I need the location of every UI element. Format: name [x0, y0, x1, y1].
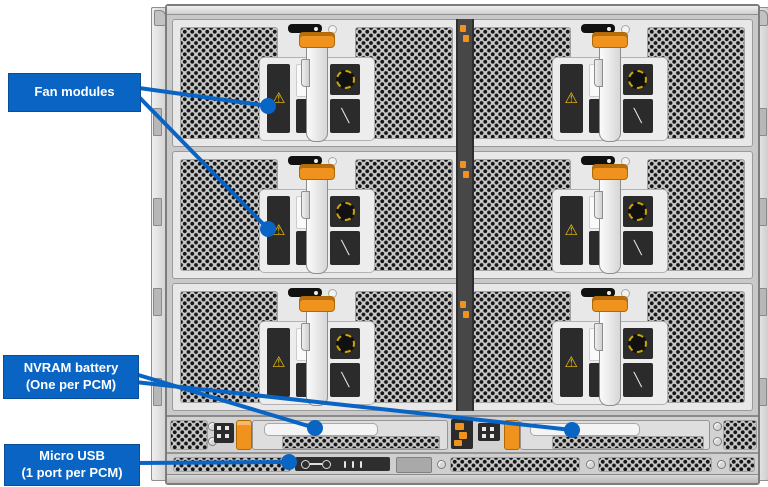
fan-handle[interactable] [301, 176, 329, 274]
fan-handle[interactable] [301, 44, 329, 142]
perforated-vent [598, 457, 712, 472]
tool-warning-icon: ╲ [622, 99, 653, 133]
warning-triangle-icon: ⚠ [267, 64, 291, 133]
perforated-vent [173, 457, 291, 472]
fan-handle[interactable] [593, 308, 621, 406]
screw [713, 437, 722, 446]
nvram-battery-right[interactable] [520, 420, 710, 450]
divider-clip [459, 25, 466, 32]
warning-triangle-icon: ⚠ [559, 64, 583, 133]
cam-latch[interactable] [299, 164, 336, 180]
callout-fan-modules-label: Fan modules [34, 84, 115, 100]
cam-latch[interactable] [591, 32, 628, 48]
callout-usb-line1: Micro USB [39, 448, 105, 464]
warning-triangle-icon: ⚠ [267, 196, 291, 265]
divider-clip [459, 161, 466, 168]
perforated-vent [729, 457, 755, 472]
fan-status-led [580, 288, 615, 297]
warning-triangle-icon: ⚠ [559, 196, 583, 265]
cam-latch[interactable] [299, 32, 336, 48]
pcm-status-panel [478, 423, 500, 441]
rotor-emblem-icon [622, 64, 653, 95]
rotor-emblem-icon [330, 64, 361, 95]
fan-handle[interactable] [593, 176, 621, 274]
rail-tab [153, 288, 162, 316]
warning-triangle-icon: ⚠ [559, 328, 583, 397]
fan-module: ⚠ ✶ 6 ╲ [172, 19, 461, 147]
battery-vent [282, 436, 440, 449]
rotor-emblem-icon [622, 196, 653, 227]
status-led-group [344, 460, 362, 468]
cam-latch[interactable] [591, 296, 628, 312]
callout-usb-line2: (1 port per PCM) [21, 465, 123, 480]
battery-slot [264, 423, 378, 436]
warning-triangle-icon: ⚠ [267, 328, 291, 397]
divider-clip [459, 301, 466, 308]
center-divider [455, 19, 474, 411]
tool-warning-icon: ╲ [622, 363, 653, 397]
perforated-vent [723, 420, 757, 450]
tool-warning-icon: ╲ [330, 99, 361, 133]
fan-status-led [288, 156, 323, 165]
fan-handle[interactable] [301, 308, 329, 406]
tool-warning-icon: ╲ [330, 231, 361, 265]
center-power-panel [451, 419, 473, 449]
fan-status-led [580, 24, 615, 33]
blank-module [396, 457, 432, 473]
screw [713, 422, 722, 431]
fan-status-led [288, 24, 323, 33]
perforated-vent-right [354, 27, 453, 139]
fan-status-led [288, 288, 323, 297]
micro-usb-port[interactable] [301, 459, 331, 469]
nvram-battery-left[interactable] [252, 420, 448, 450]
fan-module: ⚠ ✶ 6 ╲ [172, 283, 461, 411]
enclosure-rear-view: ⚠ ✶ 6 ╲ ⚠ ✶ 6 ╲ ⚠ ✶ 6 [165, 4, 760, 485]
fan-module: ⚠ ✶ 6 ╲ [464, 19, 753, 147]
rotor-emblem-icon [330, 196, 361, 227]
tool-warning-icon: ╲ [330, 363, 361, 397]
callout-fan-modules: Fan modules [8, 73, 141, 112]
safety-label-panel: ⚠ ✶ 6 ╲ [259, 189, 376, 273]
perforated-vent [450, 457, 580, 472]
callout-nvram-line1: NVRAM battery [23, 360, 119, 376]
battery-slot [530, 423, 640, 436]
callout-nvram-line2: (One per PCM) [25, 377, 117, 392]
screw [437, 460, 446, 469]
fan-module: ⚠ ✶ 6 ╲ [464, 151, 753, 279]
rail-tab [153, 198, 162, 226]
fan-status-led [580, 156, 615, 165]
chassis-top-bar [167, 6, 758, 15]
bottom-io-strip [167, 452, 758, 474]
screw [586, 460, 595, 469]
cam-latch[interactable] [591, 164, 628, 180]
perforated-vent [170, 420, 208, 450]
tool-warning-icon: ╲ [622, 231, 653, 265]
micro-usb-panel [295, 457, 390, 471]
rail-tab [153, 378, 162, 406]
pcm-row [167, 415, 758, 452]
screw [717, 460, 726, 469]
fan-grid: ⚠ ✶ 6 ╲ ⚠ ✶ 6 ╲ ⚠ ✶ 6 [167, 15, 758, 415]
rotor-emblem-icon [330, 328, 361, 359]
chassis-bottom-bar [167, 474, 758, 483]
cam-latch[interactable] [299, 296, 336, 312]
pcm-latch-left[interactable] [236, 420, 252, 450]
fan-module: ⚠ ✶ 6 ╲ [172, 151, 461, 279]
battery-vent [552, 436, 704, 449]
callout-micro-usb: Micro USB (1 port per PCM) [4, 444, 140, 486]
fan-handle[interactable] [593, 44, 621, 142]
pcm-connector-panel [214, 423, 234, 443]
fan-module: ⚠ ✶ 6 ╲ [464, 283, 753, 411]
callout-nvram-battery: NVRAM battery (One per PCM) [3, 355, 139, 399]
rotor-emblem-icon [622, 328, 653, 359]
rail-tab [153, 108, 162, 136]
pcm-latch-right[interactable] [504, 420, 520, 450]
